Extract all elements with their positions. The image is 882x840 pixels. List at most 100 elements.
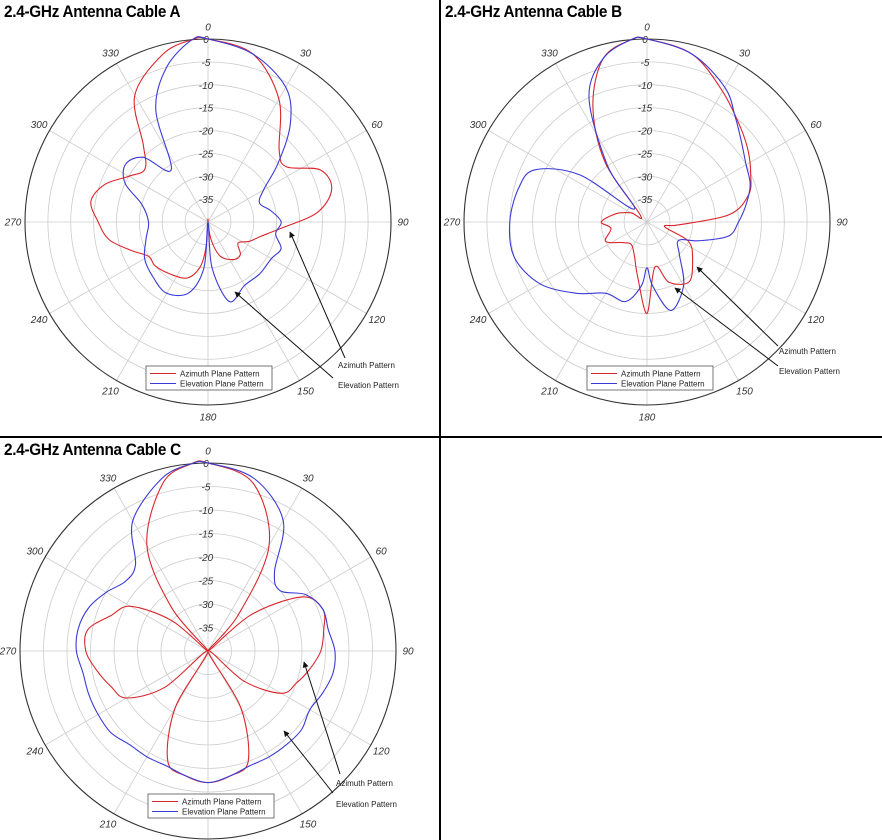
angle-tick-label: 150	[300, 820, 317, 831]
radial-tick-labels: 0-5-10-15-20-25-30-35	[199, 459, 214, 635]
chart-panel-c: 2.4-GHz Antenna Cable C 0306090120150180…	[0, 438, 438, 840]
grid-spoke	[116, 221, 209, 381]
angle-tick-label: 60	[376, 547, 388, 558]
angle-tick-label: 90	[836, 218, 848, 229]
annotation-label: Azimuth Pattern	[338, 361, 395, 370]
grid-spoke	[207, 556, 371, 652]
grid-spoke	[207, 130, 367, 223]
annotation-label: Elevation Pattern	[338, 381, 399, 390]
radial-tick-label: -30	[638, 172, 653, 183]
polar-grid	[464, 39, 830, 405]
horizontal-divider	[0, 436, 882, 438]
polar-grid	[25, 39, 391, 405]
grid-spoke	[207, 221, 300, 381]
angle-tick-label: 270	[0, 647, 17, 658]
angle-tick-label: 180	[200, 413, 217, 424]
angle-tick-label: 30	[302, 473, 314, 484]
angle-tick-label: 330	[541, 49, 558, 60]
angle-tick-label: 330	[100, 473, 117, 484]
angle-tick-label: 180	[639, 413, 656, 424]
radial-tick-label: -35	[199, 195, 214, 206]
grid-spoke	[207, 63, 300, 223]
angle-tick-label: 60	[371, 120, 383, 131]
elevation-pattern-line	[75, 460, 336, 784]
radial-tick-label: -35	[199, 624, 214, 635]
elevation-pattern-line	[122, 36, 292, 303]
angle-tick-label: 30	[300, 49, 312, 60]
radial-tick-label: 0	[203, 459, 209, 470]
legend-label: Elevation Plane Pattern	[182, 808, 266, 817]
elevation-pattern-line	[508, 36, 751, 311]
grid-spoke	[116, 63, 209, 223]
polar-chart-b: 03060901201501802102402703003300-5-10-15…	[443, 23, 848, 424]
chart-title: 2.4-GHz Antenna Cable A	[4, 2, 181, 21]
grid-spoke	[646, 130, 806, 223]
legend-label: Elevation Plane Pattern	[621, 380, 705, 389]
radial-tick-label: -5	[202, 483, 211, 494]
grid-spoke	[646, 221, 806, 314]
grid-spoke	[555, 63, 648, 223]
angle-tick-label: 240	[469, 315, 487, 326]
angle-tick-label: 300	[31, 120, 48, 131]
radial-tick-label: 0	[203, 35, 209, 46]
grid-spoke	[113, 487, 209, 652]
angle-tick-label: 90	[402, 647, 414, 658]
angle-tick-label: 150	[297, 386, 314, 397]
angle-tick-label: 90	[397, 218, 409, 229]
radial-tick-label: -10	[199, 81, 214, 92]
annotation-arrow	[283, 730, 334, 794]
azimuth-pattern-line	[592, 36, 752, 315]
radial-tick-label: -20	[199, 127, 214, 138]
angle-tick-label: 150	[736, 386, 753, 397]
angle-tick-label: 210	[99, 820, 117, 831]
annotation-label: Azimuth Pattern	[336, 779, 393, 788]
angle-tick-label: 30	[739, 49, 751, 60]
legend-label: Azimuth Plane Pattern	[182, 798, 262, 807]
grid-spoke	[207, 650, 371, 746]
annotation-label: Elevation Pattern	[779, 367, 840, 376]
radial-tick-label: -5	[202, 58, 211, 69]
legend-label: Elevation Plane Pattern	[180, 380, 264, 389]
angle-tick-label: 0	[205, 447, 211, 458]
grid-spoke	[44, 556, 209, 652]
angle-tick-label: 300	[26, 547, 43, 558]
legend-label: Azimuth Plane Pattern	[621, 370, 701, 379]
chart-title: 2.4-GHz Antenna Cable B	[445, 2, 622, 21]
angle-tick-label: 210	[101, 386, 119, 397]
angle-tick-label: 240	[30, 315, 48, 326]
angle-tick-label: 120	[373, 747, 390, 758]
angle-tick-label: 270	[4, 218, 22, 229]
annotation-arrow	[674, 287, 779, 367]
grid-spoke	[555, 221, 648, 381]
legend-box	[147, 793, 275, 819]
angle-tick-label: 330	[102, 49, 119, 60]
radial-tick-label: -15	[199, 530, 214, 541]
radial-tick-label: -25	[199, 149, 214, 160]
polar-chart-a: 03060901201501802102402703003300-5-10-15…	[4, 23, 409, 424]
radial-tick-label: -30	[199, 172, 214, 183]
annotation-label: Elevation Pattern	[336, 800, 397, 809]
angle-tick-label: 210	[540, 386, 558, 397]
radial-tick-labels: 0 -5 -10 -15 -20 -25 -30 -35	[199, 35, 214, 206]
polar-chart-c: 03060901201501802102402703003300-5-10-15…	[0, 447, 414, 840]
radial-tick-label: 0	[642, 35, 648, 46]
annotation-arrow	[289, 231, 346, 359]
legend-label: Azimuth Plane Pattern	[180, 370, 260, 379]
angle-tick-label: 60	[810, 120, 822, 131]
grid-spoke	[207, 221, 367, 314]
radial-tick-label: -10	[199, 506, 214, 517]
radial-tick-label: -30	[199, 600, 214, 611]
annotation-arrow	[234, 291, 334, 379]
annotation-arrow	[302, 661, 341, 775]
annotation-arrow	[696, 266, 779, 347]
radial-tick-label: -15	[199, 104, 214, 115]
radial-tick-label: -20	[199, 553, 214, 564]
radial-tick-label: -25	[638, 149, 653, 160]
